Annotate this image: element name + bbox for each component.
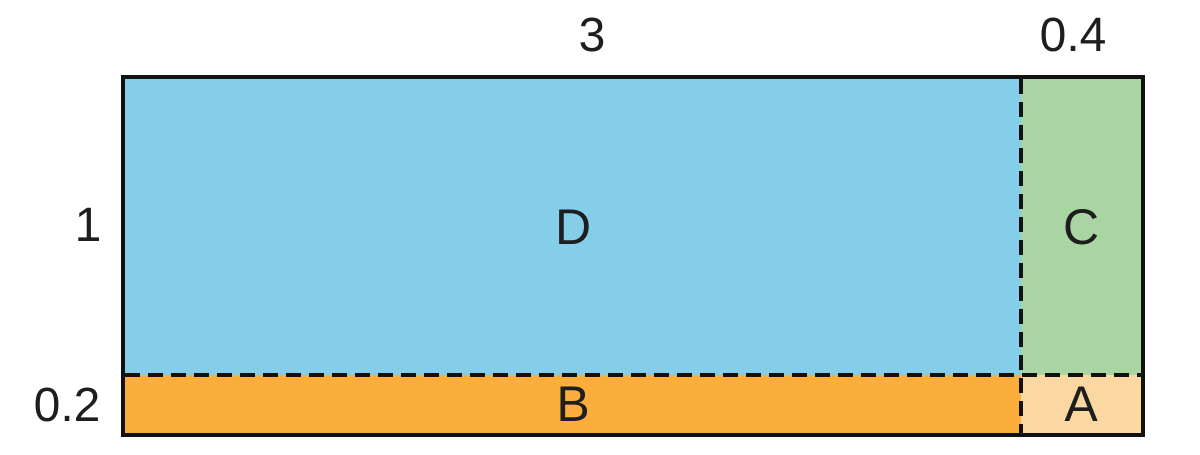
height-label-minor: 0.2 (33, 379, 101, 432)
region-c-label: C (1062, 199, 1100, 255)
region-d: D (125, 79, 1021, 375)
region-a: A (1021, 375, 1141, 433)
region-b-label: B (556, 376, 590, 432)
width-label-major: 3 (578, 9, 606, 62)
width-label-minor: 0.4 (1039, 9, 1107, 62)
region-c: C (1021, 79, 1141, 375)
model-rectangle: D C B A (121, 75, 1145, 437)
region-d-label: D (554, 199, 592, 255)
region-a-label: A (1064, 376, 1098, 432)
region-b: B (125, 375, 1021, 433)
vertical-dashed-divider (1019, 79, 1023, 433)
horizontal-dashed-divider (125, 373, 1141, 377)
height-label-major: 1 (74, 199, 102, 252)
